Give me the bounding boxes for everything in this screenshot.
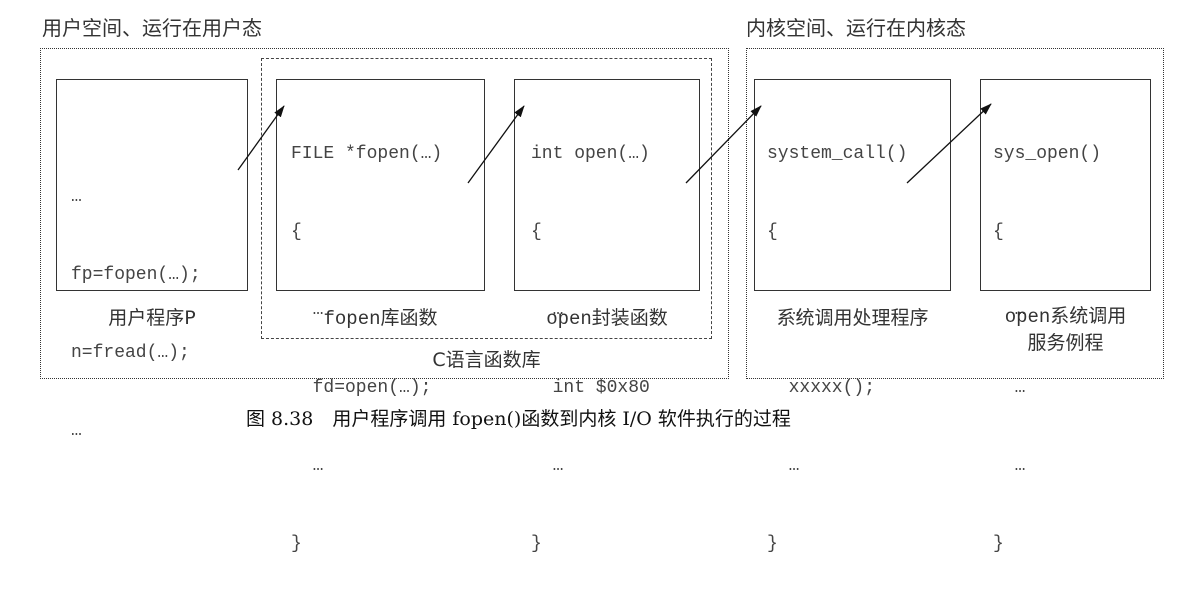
user-program-box: … fp=fopen(…); n=fread(…); … [56, 79, 248, 441]
code-line: … [71, 421, 82, 441]
code-line: int $0x80 [531, 378, 650, 398]
code-line: system_call() [767, 144, 908, 164]
c-library-label: C语言函数库 [432, 349, 541, 371]
code-line: … [531, 300, 564, 320]
code-line: fd=open(…); [291, 378, 432, 398]
user-space-title: 用户空间、运行在用户态 [42, 16, 262, 40]
code-line: … [767, 456, 800, 476]
sys-open-box: sys_open() { … … … } [980, 79, 1151, 554]
code-line: fp=fopen(…); [71, 265, 201, 285]
code-line: } [767, 534, 778, 554]
code-line: … [993, 300, 1026, 320]
fopen-lib-caption: fopen库函数 [323, 307, 438, 330]
user-program-code: … fp=fopen(…); n=fread(…); … [71, 132, 201, 496]
code-line: n=fread(…); [71, 343, 190, 363]
fopen-lib-box: FILE *fopen(…) { … fd=open(…); … } [276, 79, 485, 554]
code-line: { [291, 222, 302, 242]
code-line: … [71, 187, 82, 207]
code-line: FILE *fopen(…) [291, 144, 443, 164]
code-line: … [291, 456, 324, 476]
kernel-space-title: 内核空间、运行在内核态 [746, 16, 966, 40]
code-line: } [993, 534, 1004, 554]
code-line: } [531, 534, 542, 554]
figure-caption: 图 8.38 用户程序调用 fopen()函数到内核 I/O 软件执行的过程 [246, 408, 791, 430]
code-line: } [291, 534, 302, 554]
code-line: … [767, 300, 800, 320]
kernel-space-region [746, 48, 1164, 379]
fopen-lib-code: FILE *fopen(…) { … fd=open(…); … } [291, 89, 442, 609]
code-line: xxxxx(); [767, 378, 876, 398]
code-line: int open(…) [531, 144, 650, 164]
code-line: … [531, 456, 564, 476]
open-wrapper-box: int open(…) { … int $0x80 … } [514, 79, 700, 554]
syscall-handler-code: system_call() { … xxxxx(); … } [767, 89, 907, 609]
code-line: { [767, 222, 778, 242]
code-line: … [291, 300, 324, 320]
c-library-region [261, 58, 712, 339]
syscall-handler-box: system_call() { … xxxxx(); … } [754, 79, 951, 554]
code-line: { [993, 222, 1004, 242]
open-wrapper-caption: open封装函数 [546, 307, 668, 330]
sys-open-caption: open系统调用 服务例程 [1004, 305, 1127, 354]
code-line: … [993, 378, 1026, 398]
open-wrapper-code: int open(…) { … int $0x80 … } [531, 89, 650, 609]
user-space-region [40, 48, 729, 379]
syscall-handler-caption: 系统调用处理程序 [776, 307, 929, 329]
code-line: … [993, 456, 1026, 476]
code-line: sys_open() [993, 144, 1102, 164]
user-program-caption: 用户程序P [108, 307, 196, 329]
code-line: { [531, 222, 542, 242]
